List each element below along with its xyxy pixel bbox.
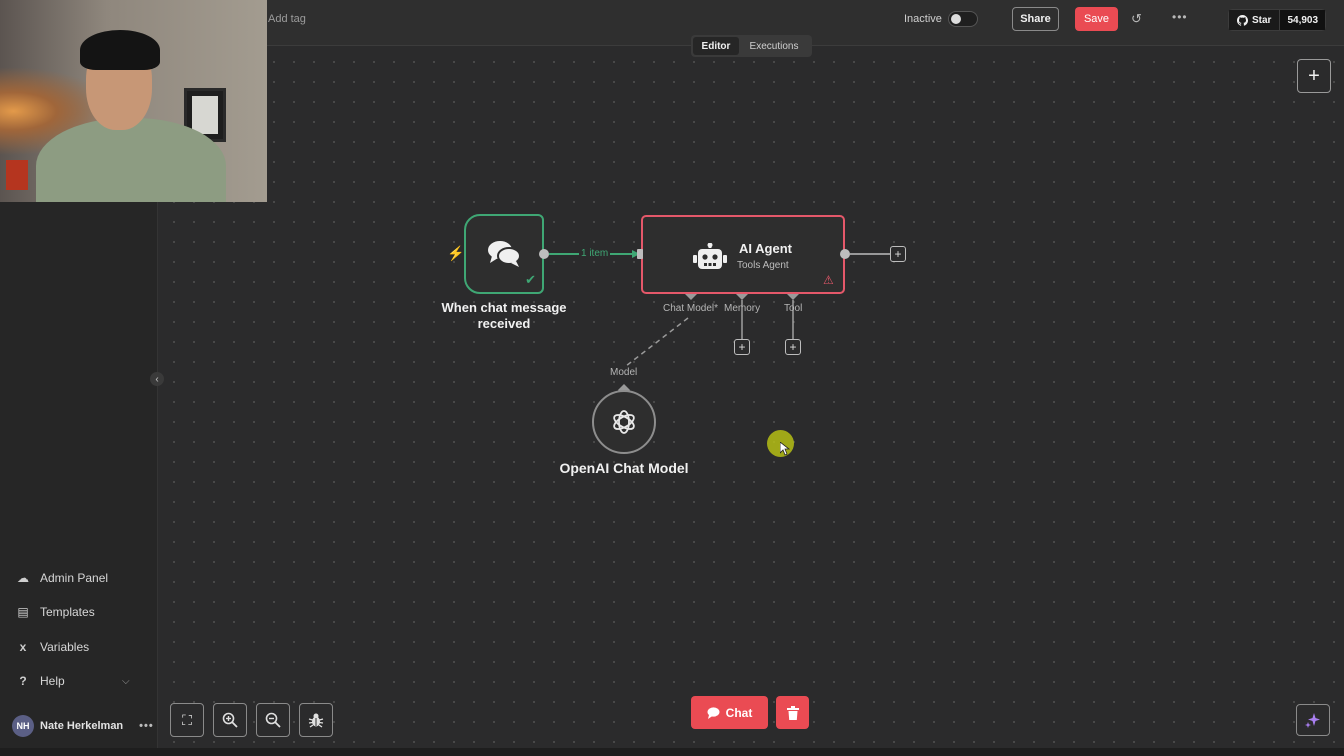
sidebar-item-label: Variables: [40, 640, 90, 654]
add-after-agent-button[interactable]: +: [890, 246, 906, 262]
bug-icon: [308, 713, 324, 728]
sidebar-item-label: Admin Panel: [40, 571, 109, 585]
github-icon: [1237, 14, 1248, 26]
variables-icon: x: [19, 640, 27, 654]
collapse-sidebar-icon[interactable]: ‹: [150, 372, 164, 386]
connection-item-count: 1 item: [579, 248, 611, 259]
trash-icon: [786, 705, 799, 720]
agent-title: AI Agent: [739, 241, 792, 256]
sidebar-item-variables[interactable]: x Variables: [16, 640, 89, 654]
openai-node-label: OpenAI Chat Model: [559, 460, 689, 476]
trigger-node-label: When chat message received: [430, 300, 578, 332]
help-icon: ?: [19, 674, 27, 688]
agent-subtitle: Tools Agent: [737, 260, 789, 271]
trigger-bolt-icon: ⚡: [447, 245, 465, 261]
view-tabs: Editor Executions: [691, 35, 812, 57]
templates-icon: ▤: [17, 605, 29, 619]
add-memory-button[interactable]: +: [734, 339, 750, 355]
openai-chat-model-node[interactable]: [592, 390, 656, 454]
avatar: NH: [12, 715, 34, 737]
webcam-overlay: [0, 0, 267, 202]
open-chat-button[interactable]: Chat: [691, 696, 768, 729]
tool-input-label: Tool: [784, 303, 803, 314]
sidebar-item-templates[interactable]: ▤ Templates: [16, 605, 95, 619]
trigger-label-line1: When chat message: [441, 300, 567, 315]
openai-icon: [613, 410, 635, 434]
memory-input-label: Memory: [724, 303, 761, 314]
tab-executions[interactable]: Executions: [749, 40, 799, 52]
sidebar-item-label: Help: [40, 674, 65, 688]
chat-trigger-node[interactable]: ✔: [464, 214, 544, 294]
robot-icon: [693, 243, 727, 269]
chevron-down-icon: ⌵: [122, 675, 130, 687]
github-star-button[interactable]: Star 54,903: [1228, 9, 1327, 31]
github-star-text: Star: [1252, 14, 1272, 26]
activate-toggle[interactable]: [948, 11, 978, 27]
sidebar-item-label: Templates: [40, 605, 95, 619]
add-tool-button[interactable]: +: [785, 339, 801, 355]
zoom-in-icon: [222, 712, 238, 728]
trigger-output-handle[interactable]: [539, 249, 549, 259]
workflow-canvas[interactable]: [159, 47, 1344, 748]
add-node-button[interactable]: +: [1297, 59, 1331, 93]
chat-model-input-label: Chat Model*: [663, 303, 719, 314]
fit-view-button[interactable]: ⛶: [170, 703, 204, 737]
sidebar-item-admin-panel[interactable]: ☁ Admin Panel: [16, 571, 108, 585]
bottom-strip: [0, 748, 1344, 756]
github-star-label: Star: [1228, 9, 1281, 31]
user-more-icon[interactable]: •••: [139, 720, 154, 732]
ai-assistant-button[interactable]: [1296, 704, 1330, 736]
trigger-label-line2: received: [477, 316, 531, 331]
model-input-label: Model: [610, 367, 638, 378]
ai-agent-node[interactable]: AI Agent Tools Agent ⚠: [641, 215, 845, 294]
zoom-out-icon: [265, 712, 281, 728]
share-button[interactable]: Share: [1012, 7, 1059, 31]
success-check-icon: ✔: [525, 272, 536, 287]
save-button[interactable]: Save: [1075, 7, 1118, 31]
warning-icon: ⚠: [823, 273, 834, 287]
agent-output-handle[interactable]: [840, 249, 850, 259]
history-icon[interactable]: ↺: [1131, 11, 1142, 26]
tab-editor[interactable]: Editor: [693, 37, 739, 55]
zoom-out-button[interactable]: [256, 703, 290, 737]
cloud-icon: ☁: [17, 571, 29, 585]
delete-chat-button[interactable]: [776, 696, 809, 729]
chat-button-label: Chat: [725, 705, 753, 720]
mouse-pointer-icon: [780, 442, 790, 456]
user-name: Nate Herkelman: [40, 720, 124, 732]
add-tag-link[interactable]: Add tag: [268, 13, 306, 25]
more-options-icon[interactable]: •••: [1172, 10, 1188, 24]
debug-button[interactable]: [299, 703, 333, 737]
workflow-status-label: Inactive: [904, 13, 942, 25]
zoom-in-button[interactable]: [213, 703, 247, 737]
chat-bubbles-icon: [488, 241, 521, 267]
user-menu[interactable]: NH Nate Herkelman •••: [12, 715, 154, 737]
sidebar-item-help[interactable]: ? Help ⌵: [16, 674, 142, 688]
sparkle-icon: [1305, 713, 1320, 728]
github-star-count: 54,903: [1280, 9, 1327, 31]
agent-input-handle[interactable]: [637, 249, 643, 259]
chat-bubble-icon: [707, 706, 720, 719]
